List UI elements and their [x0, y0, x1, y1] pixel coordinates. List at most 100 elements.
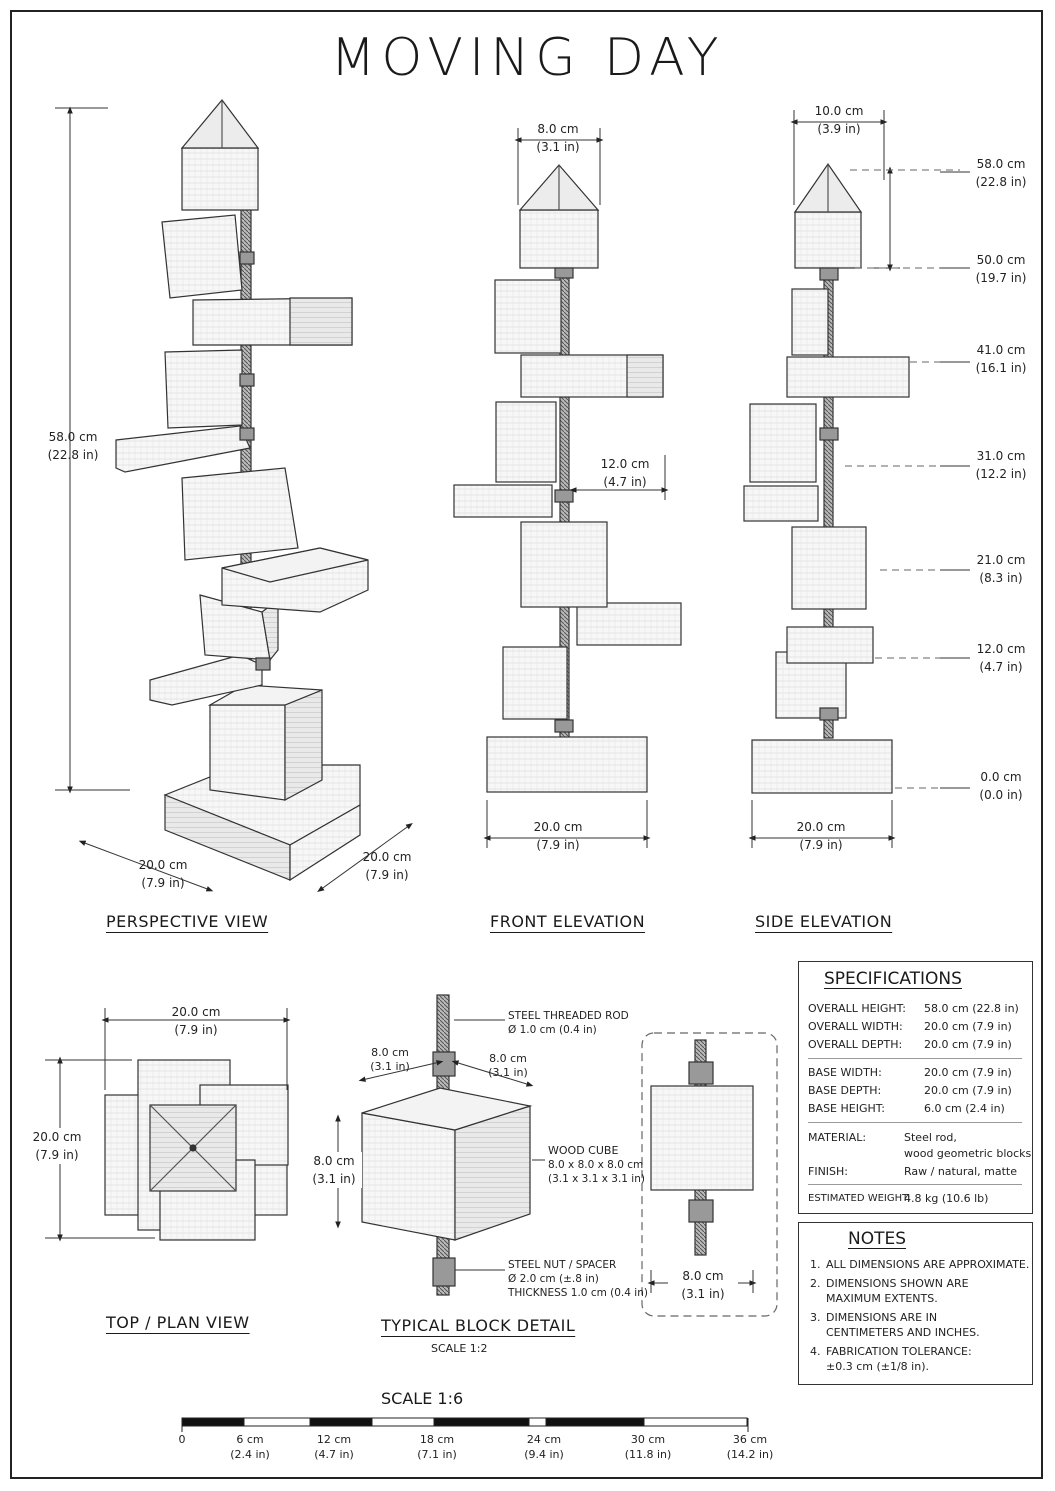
scale-tick-label: 12 cm(4.7 in) — [314, 1433, 354, 1461]
front-block — [520, 521, 608, 608]
scale-tick-label: 36 cm(14.2 in) — [726, 1433, 774, 1461]
perspective-block — [161, 214, 243, 299]
front-top-width-label: 8.0 cm(3.1 in) — [536, 122, 580, 154]
side-elevation-drawing — [743, 162, 910, 794]
plan-view-drawing — [104, 1059, 289, 1241]
plan-width-label: 20.0 cm(7.9 in) — [171, 1005, 221, 1037]
detail-width1-label: 8.0 cm(3.1 in) — [370, 1046, 410, 1073]
nut-label: STEEL NUT / SPACER Ø 2.0 cm (±.8 in) THI… — [508, 1259, 648, 1299]
note-number: 1. — [810, 1258, 821, 1271]
front-top-block — [519, 209, 599, 269]
drawing-title: MOVING DAY — [330, 28, 725, 88]
scale-bar-graphic — [181, 1417, 749, 1432]
notes-box — [798, 1222, 1033, 1385]
note-text: DIMENSIONS SHOWN ARE — [826, 1277, 969, 1290]
specifications-heading: SPECIFICATIONS — [824, 969, 962, 989]
side-level-label: 58.0 cm(22.8 in) — [975, 157, 1027, 189]
note-text: FABRICATION TOLERANCE: — [826, 1345, 972, 1358]
perspective-dimensions — [55, 106, 413, 893]
perspective-depth-label: 20.0 cm(7.9 in) — [362, 850, 412, 882]
perspective-height-label: 58.0 cm(22.8 in) — [47, 430, 99, 462]
side-elevation-caption: SIDE ELEVATION — [755, 912, 893, 931]
spec-key: BASE HEIGHT: — [808, 1102, 885, 1115]
spec-value: 20.0 cm (7.9 in) — [924, 1020, 1012, 1033]
side-top-block — [794, 211, 862, 269]
section-frame — [641, 1032, 778, 1317]
spec-finish-key: FINISH: — [808, 1165, 849, 1178]
detail-cube-front — [361, 1112, 456, 1241]
spec-value: 20.0 cm (7.9 in) — [924, 1038, 1012, 1051]
spec-separator — [808, 1184, 1022, 1185]
front-block — [576, 602, 682, 646]
side-block — [749, 403, 817, 483]
specifications-box — [798, 961, 1033, 1214]
side-base — [751, 739, 893, 794]
scale-tick-label: 30 cm(11.8 in) — [624, 1433, 672, 1461]
front-elevation-drawing — [453, 164, 682, 793]
note-text: DIMENSIONS ARE IN — [826, 1311, 938, 1324]
note-number: 3. — [810, 1311, 821, 1324]
side-block — [743, 485, 819, 522]
perspective-block — [209, 704, 286, 801]
scale-bar-title: SCALE 1:6 — [381, 1389, 464, 1408]
block-detail-drawing — [361, 994, 533, 1296]
perspective-block — [115, 425, 251, 473]
spec-key: OVERALL HEIGHT: — [808, 1002, 906, 1015]
spec-weight-key: ESTIMATED WEIGHT: — [808, 1193, 911, 1204]
spec-value: 58.0 cm (22.8 in) — [924, 1002, 1019, 1015]
front-block — [453, 484, 553, 518]
side-block — [791, 288, 829, 356]
plan-depth-label: 20.0 cm(7.9 in) — [22, 1128, 92, 1164]
side-base-width-label: 20.0 cm(7.9 in) — [796, 820, 846, 852]
spec-value: 20.0 cm (7.9 in) — [924, 1066, 1012, 1079]
spec-key: BASE WIDTH: — [808, 1066, 882, 1079]
section-width-label: 8.0 cm(3.1 in) — [668, 1267, 738, 1303]
front-base — [486, 736, 648, 793]
front-block — [502, 646, 568, 720]
detail-bottom-nut — [432, 1257, 456, 1287]
side-level-label: 21.0 cm(8.3 in) — [976, 553, 1026, 585]
perspective-top-block — [181, 147, 259, 211]
spec-value: 20.0 cm (7.9 in) — [924, 1084, 1012, 1097]
section-cube — [650, 1085, 754, 1191]
side-level-label: 12.0 cm(4.7 in) — [976, 642, 1026, 674]
drawing-frame — [10, 10, 1043, 1479]
spec-material-value: wood geometric blocks — [904, 1147, 1032, 1160]
note-text: ±0.3 cm (±1/8 in). — [826, 1360, 929, 1373]
perspective-width-label: 20.0 cm(7.9 in) — [138, 858, 188, 890]
block-detail-caption: TYPICAL BLOCK DETAIL — [381, 1316, 576, 1335]
front-mid-offset-label: 12.0 cm(4.7 in) — [600, 457, 650, 489]
side-dimensions — [748, 110, 970, 848]
spec-separator — [808, 1058, 1022, 1059]
side-level-label: 0.0 cm(0.0 in) — [979, 770, 1023, 802]
spec-key: BASE DEPTH: — [808, 1084, 882, 1097]
section-detail-drawing — [641, 1032, 778, 1317]
detail-cube-top — [361, 1087, 533, 1131]
perspective-block — [181, 467, 299, 561]
scale-tick-label: 18 cm(7.1 in) — [417, 1433, 457, 1461]
scale-tick-label: 0 — [178, 1433, 186, 1446]
spec-material-value: Steel rod, — [904, 1131, 957, 1144]
spec-material-key: MATERIAL: — [808, 1131, 867, 1144]
side-block — [791, 526, 867, 610]
perspective-block — [164, 349, 243, 429]
scale-tick-label: 6 cm(2.4 in) — [230, 1433, 270, 1461]
perspective-view-caption: PERSPECTIVE VIEW — [106, 912, 269, 931]
scale-tick-label: 24 cm(9.4 in) — [524, 1433, 564, 1461]
side-block — [786, 626, 874, 664]
spec-weight-value: 4.8 kg (10.6 lb) — [904, 1192, 989, 1205]
front-block — [495, 401, 557, 483]
side-top-width-label: 10.0 cm(3.9 in) — [814, 104, 864, 136]
front-dimensions — [483, 128, 669, 848]
perspective-view-drawing — [115, 99, 369, 882]
detail-width2-label: 8.0 cm(3.1 in) — [488, 1052, 528, 1079]
spec-key: OVERALL DEPTH: — [808, 1038, 903, 1051]
side-level-label: 31.0 cm(12.2 in) — [975, 449, 1027, 481]
note-number: 4. — [810, 1345, 821, 1358]
spec-key: OVERALL WIDTH: — [808, 1020, 903, 1033]
note-number: 2. — [810, 1277, 821, 1290]
spec-finish-value: Raw / natural, matte — [904, 1165, 1017, 1178]
note-text: CENTIMETERS AND INCHES. — [826, 1326, 980, 1339]
